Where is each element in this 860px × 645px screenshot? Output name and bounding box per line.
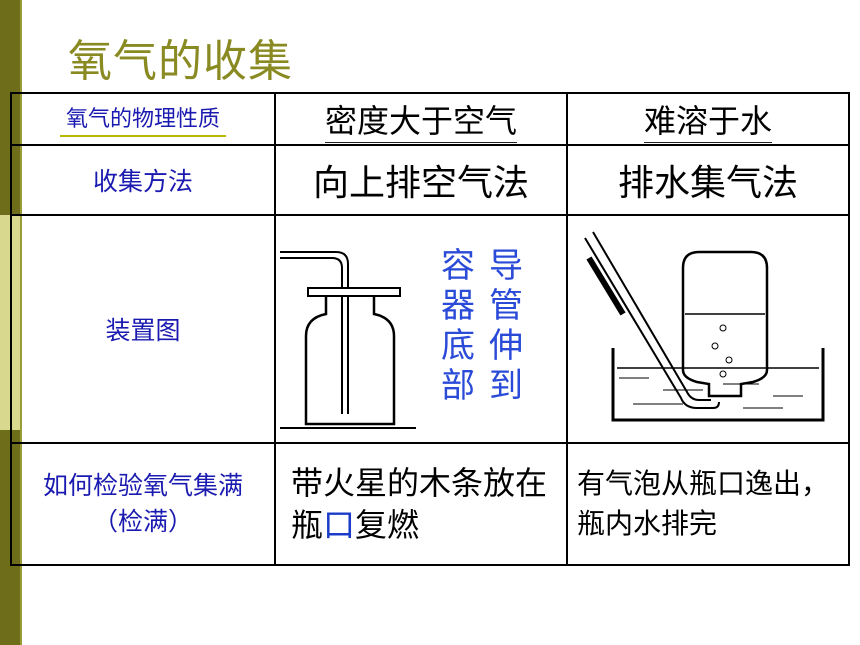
- check-air-text-end: 复燃: [355, 506, 420, 544]
- cell-property-density: 密度大于空气: [274, 92, 568, 146]
- table-row-apparatus: 装置图 容器底部 导管伸到: [10, 214, 850, 444]
- cell-properties-label: 氧气的物理性质: [10, 92, 276, 146]
- cell-check-label: 如何检验氧气集满（检满）: [10, 442, 276, 566]
- check-water-method: 有气泡从瓶口逸出，瓶内水排完: [577, 467, 830, 540]
- table-row-check: 如何检验氧气集满（检满） 带火星的木条放在瓶口复燃 有气泡从瓶口逸出，瓶内水排完: [10, 442, 850, 566]
- cell-apparatus-label: 装置图: [10, 214, 276, 444]
- cell-method-label: 收集方法: [10, 144, 276, 216]
- cell-method-upward-air: 向上排空气法: [274, 144, 568, 216]
- apparatus-label: 装置图: [105, 316, 181, 345]
- cell-check-air: 带火星的木条放在瓶口复燃: [274, 442, 568, 566]
- property-density: 密度大于空气: [324, 96, 517, 143]
- cell-apparatus-bottle: 容器底部 导管伸到: [274, 214, 568, 444]
- property-solubility: 难溶于水: [643, 96, 772, 143]
- check-air-blue-char: 口: [323, 506, 356, 544]
- table-row-method: 收集方法 向上排空气法 排水集气法: [10, 144, 850, 216]
- oxygen-collection-table: 氧气的物理性质 密度大于空气 难溶于水 收集方法 向上排空气法 排水集气法 装置…: [10, 92, 850, 566]
- method-label: 收集方法: [92, 167, 193, 196]
- check-air-text: 带火星的木条放在瓶: [291, 464, 548, 544]
- upward-air-bottle-diagram: [280, 251, 416, 429]
- method-upward-air: 向上排空气法: [312, 163, 529, 204]
- table-row-properties: 氧气的物理性质 密度大于空气 难溶于水: [10, 92, 850, 146]
- cell-method-water: 排水集气法: [566, 144, 850, 216]
- cell-apparatus-water: [566, 214, 850, 444]
- page-title: 氧气的收集: [68, 36, 293, 87]
- check-label: 如何检验氧气集满（检满）: [42, 471, 243, 536]
- properties-label: 氧气的物理性质: [59, 101, 226, 137]
- cell-check-water: 有气泡从瓶口逸出，瓶内水排完: [566, 442, 850, 566]
- cell-property-solubility: 难溶于水: [566, 92, 850, 146]
- note-column-right: 导管伸到: [489, 246, 523, 406]
- note-column-left: 容器底部: [441, 246, 475, 406]
- check-air-method: 带火星的木条放在瓶口复燃: [291, 462, 551, 546]
- water-displacement-diagram: [584, 231, 825, 422]
- method-water-displacement: 排水集气法: [617, 163, 798, 204]
